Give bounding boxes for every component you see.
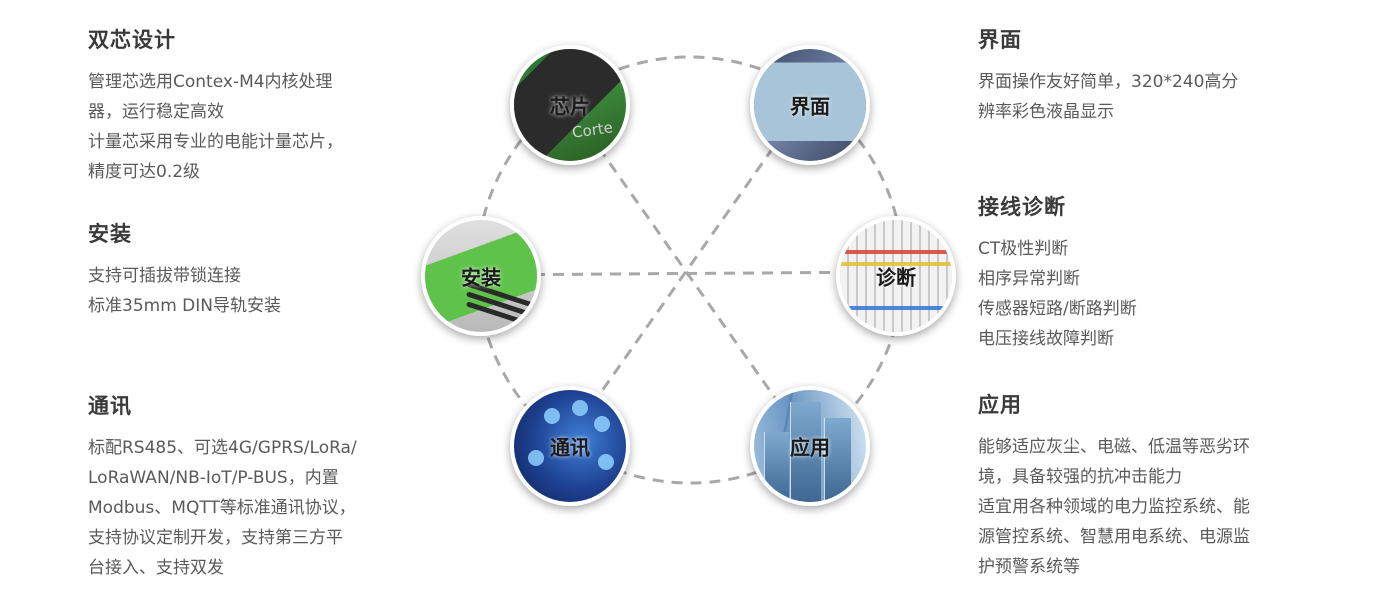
chip-photo-icon: Corte [514,49,626,161]
feature-interface: 界面 界面操作友好简单，320*240高分 辨率彩色液晶显示 [978,26,1238,127]
feature-application: 应用 能够适应灰尘、电磁、低温等恶劣环 境，具备较强的抗冲击能力 适宜用各种领域… [978,391,1250,582]
network-icons-photo-icon [514,390,626,502]
node-label: 芯片 [550,94,590,119]
node-label: 通讯 [550,435,590,460]
install-to-diag-line [476,270,893,277]
node-chip: Corte 芯片 [510,45,630,165]
feature-install: 安装 支持可插拔带锁连接 标准35mm DIN导轨安装 [88,220,281,321]
feature-title: 界面 [978,28,1022,52]
feature-line: 适宜用各种领域的电力监控系统、能 [978,497,1250,517]
feature-title: 通讯 [88,394,132,418]
lcd-screen-photo-icon [754,49,866,161]
screen-to-comm-line [564,100,808,443]
node-install: 安装 [421,216,541,336]
terminal-connector-photo-icon [425,220,537,332]
wiring-terminals-photo-icon [840,220,952,332]
feature-line: 境，具备较强的抗冲击能力 [978,467,1182,487]
feature-line: 台接入、支持双发 [88,558,224,578]
feature-description: 管理芯选用Contex-M4内核处理 器，运行稳定高效 计量芯采用专业的电能计量… [88,67,343,187]
feature-title: 安装 [88,222,132,246]
node-communication: 通讯 [510,386,630,506]
feature-communication: 通讯 标配RS485、可选4G/GPRS/LoRa/ LoRaWAN/NB-Io… [88,392,357,583]
node-label: 诊断 [876,265,916,290]
node-label: 界面 [790,94,830,119]
node-application: 应用 [750,386,870,506]
feature-title: 接线诊断 [978,195,1066,219]
feature-line: 计量芯采用专业的电能计量芯片， [88,132,343,152]
feature-line: LoRaWAN/NB-IoT/P-BUS，内置 [88,468,339,488]
feature-title: 应用 [978,393,1022,417]
skyscrapers-photo-icon [754,390,866,502]
feature-title: 双芯设计 [88,28,176,52]
node-label: 安装 [461,265,501,290]
feature-line: 辨率彩色液晶显示 [978,102,1114,122]
feature-line: 护预警系统等 [978,557,1080,577]
node-interface: 界面 [750,45,870,165]
chip-to-app-line [564,100,808,443]
feature-line: 相序异常判断 [978,269,1080,289]
feature-line: 电压接线故障判断 [978,329,1114,349]
feature-dual-core: 双芯设计 管理芯选用Contex-M4内核处理 器，运行稳定高效 计量芯采用专业… [88,26,343,187]
feature-line: 器，运行稳定高效 [88,102,224,122]
feature-line: CT极性判断 [978,239,1069,259]
feature-description: 支持可插拔带锁连接 标准35mm DIN导轨安装 [88,261,281,321]
feature-description: CT极性判断 相序异常判断 传感器短路/断路判断 电压接线故障判断 [978,234,1137,354]
feature-line: 管理芯选用Contex-M4内核处理 [88,72,333,92]
feature-line: 源管控系统、智慧用电系统、电源监 [978,527,1250,547]
feature-wiring-diagnosis: 接线诊断 CT极性判断 相序异常判断 传感器短路/断路判断 电压接线故障判断 [978,193,1137,354]
feature-line: 支持可插拔带锁连接 [88,266,241,286]
feature-line: Modbus、MQTT等标准通讯协议， [88,498,356,518]
feature-line: 精度可达0.2级 [88,162,201,182]
feature-line: 标准35mm DIN导轨安装 [88,296,281,316]
feature-line: 传感器短路/断路判断 [978,299,1137,319]
feature-line: 支持协议定制开发，支持第三方平 [88,528,343,548]
node-diagnosis: 诊断 [836,216,956,336]
feature-description: 标配RS485、可选4G/GPRS/LoRa/ LoRaWAN/NB-IoT/P… [88,433,357,583]
feature-description: 界面操作友好简单，320*240高分 辨率彩色液晶显示 [978,67,1238,127]
feature-description: 能够适应灰尘、电磁、低温等恶劣环 境，具备较强的抗冲击能力 适宜用各种领域的电力… [978,432,1250,582]
feature-line: 界面操作友好简单，320*240高分 [978,72,1239,92]
feature-line: 能够适应灰尘、电磁、低温等恶劣环 [978,437,1250,457]
feature-line: 标配RS485、可选4G/GPRS/LoRa/ [88,438,357,458]
node-label: 应用 [790,435,830,460]
